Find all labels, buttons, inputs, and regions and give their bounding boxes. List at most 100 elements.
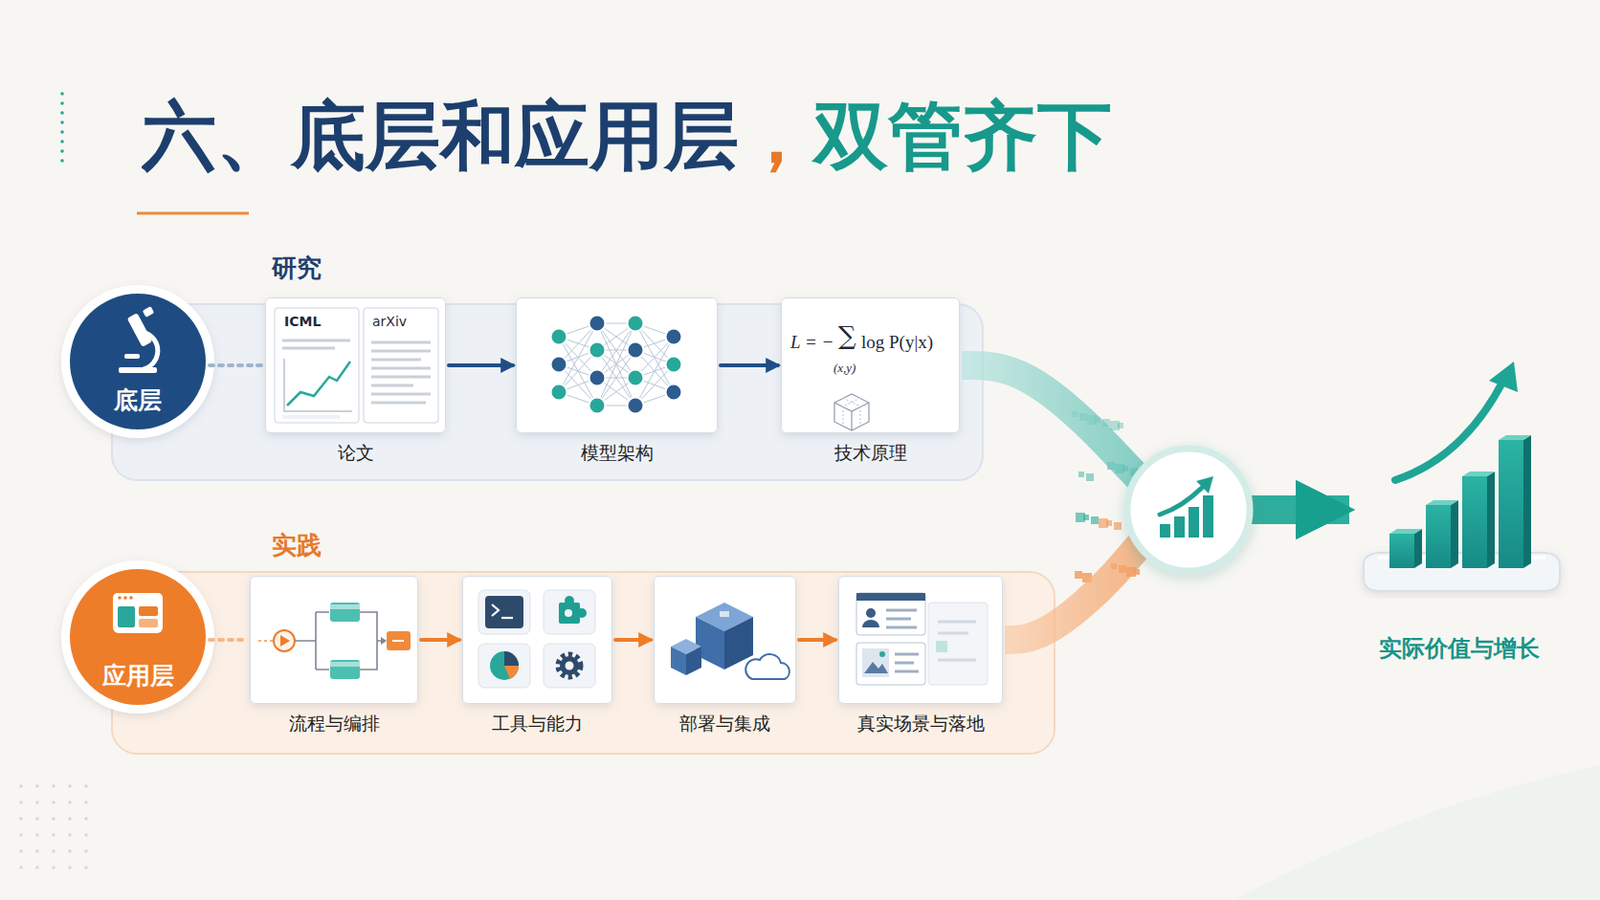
step-card: 技术原理 xyxy=(780,297,960,434)
illustration-shape xyxy=(478,590,596,689)
illustration-shape xyxy=(249,297,1003,705)
illustration-shape xyxy=(485,596,524,629)
illustration-shape xyxy=(330,662,360,667)
illustration-shape xyxy=(856,643,926,686)
illustration-shape xyxy=(112,593,163,634)
illustration-shape xyxy=(371,376,431,379)
illustration-shape xyxy=(501,617,513,620)
illustration-shape xyxy=(371,401,426,405)
illustration-shape xyxy=(84,833,88,837)
illustration-shape xyxy=(856,593,926,601)
illustration-shape xyxy=(118,306,158,374)
illustration-shape xyxy=(894,654,919,672)
illustration-shape xyxy=(666,356,683,374)
illustration-shape xyxy=(504,651,519,667)
illustration-shape xyxy=(60,130,65,134)
illustration-shape xyxy=(19,784,23,788)
illustration-shape xyxy=(1498,435,1532,441)
illustration-shape xyxy=(1202,495,1214,538)
illustration-shape xyxy=(558,602,580,624)
illustration-shape xyxy=(653,576,797,705)
illustration-shape xyxy=(69,293,206,430)
step-label: 论文 xyxy=(337,441,375,467)
illustration-shape xyxy=(589,370,606,387)
illustration-shape xyxy=(124,354,140,359)
illustration-shape xyxy=(35,833,39,837)
illustration-shape xyxy=(937,621,977,624)
illustration-shape xyxy=(886,609,917,613)
step-label: 部署与集成 xyxy=(679,711,771,737)
illustration-shape xyxy=(386,631,411,651)
illustration-shape xyxy=(719,611,730,618)
section-heading: 研究 xyxy=(271,254,322,283)
illustration-shape xyxy=(597,323,636,406)
layer-name: 底层 xyxy=(113,384,162,417)
illustration-shape xyxy=(19,817,23,821)
illustration-shape xyxy=(834,394,869,431)
step-arrow xyxy=(448,363,513,368)
illustration-shape xyxy=(67,784,71,788)
step-card: 真实场景与落地 xyxy=(838,576,1003,705)
illustration-shape xyxy=(834,394,869,431)
illustration-shape xyxy=(1174,516,1185,538)
illustration-shape xyxy=(1086,473,1094,482)
illustration-shape xyxy=(1425,505,1451,569)
illustration-shape xyxy=(19,866,23,869)
illustration-shape xyxy=(67,833,71,837)
illustration-shape xyxy=(51,817,55,821)
illustration-shape xyxy=(666,329,683,346)
illustration-shape xyxy=(84,800,88,804)
illustration-shape xyxy=(371,341,431,345)
step-arrow xyxy=(615,638,651,643)
illustration-shape xyxy=(35,849,39,853)
illustration-shape xyxy=(84,866,88,869)
illustration-shape xyxy=(60,158,65,163)
illustration-shape xyxy=(61,285,215,439)
illustration-shape xyxy=(51,833,55,837)
illustration-shape xyxy=(35,800,39,804)
illustration-shape xyxy=(330,660,360,680)
illustration-shape xyxy=(894,653,919,657)
step-label: 真实场景与落地 xyxy=(857,711,985,737)
illustration-shape xyxy=(589,342,606,359)
illustration-shape xyxy=(1523,435,1532,569)
dotted-link xyxy=(209,363,263,368)
illustration-shape xyxy=(60,139,65,144)
illustration-shape xyxy=(60,111,65,115)
illustration-shape xyxy=(577,608,587,619)
illustration-shape xyxy=(1395,378,1505,481)
illustration-shape xyxy=(1414,529,1423,569)
illustration-shape xyxy=(142,306,156,318)
illustration-shape xyxy=(856,593,926,636)
illustration-shape xyxy=(84,784,88,788)
illustration-shape xyxy=(60,101,65,106)
illustration-shape xyxy=(589,398,606,415)
illustration-shape xyxy=(862,620,880,628)
illustration-shape xyxy=(330,602,360,623)
illustration-shape xyxy=(1389,435,1532,569)
illustration-shape xyxy=(284,358,353,412)
illustration-shape xyxy=(1462,471,1495,477)
illustration-shape xyxy=(834,402,869,431)
illustration-shape xyxy=(937,659,977,663)
illustration-shape xyxy=(937,632,969,636)
illustration-shape xyxy=(61,560,215,714)
step-label: 流程与编排 xyxy=(288,711,380,737)
illustration-shape xyxy=(551,384,568,401)
illustration-shape xyxy=(1488,361,1518,393)
step-label: 实际价值与增长 xyxy=(1378,633,1540,665)
illustration-shape xyxy=(838,576,1003,705)
formula-part: L = − xyxy=(790,333,834,354)
illustration-shape xyxy=(491,604,499,617)
illustration-shape xyxy=(1487,471,1495,569)
step-card: 工具与能力 xyxy=(462,576,613,705)
illustration-shape xyxy=(282,415,340,420)
illustration-shape xyxy=(35,817,39,821)
illustration-shape xyxy=(67,849,71,853)
illustration-shape xyxy=(478,644,531,689)
step-label: 模型架构 xyxy=(580,441,654,467)
step-card: 部署与集成 xyxy=(653,576,797,705)
